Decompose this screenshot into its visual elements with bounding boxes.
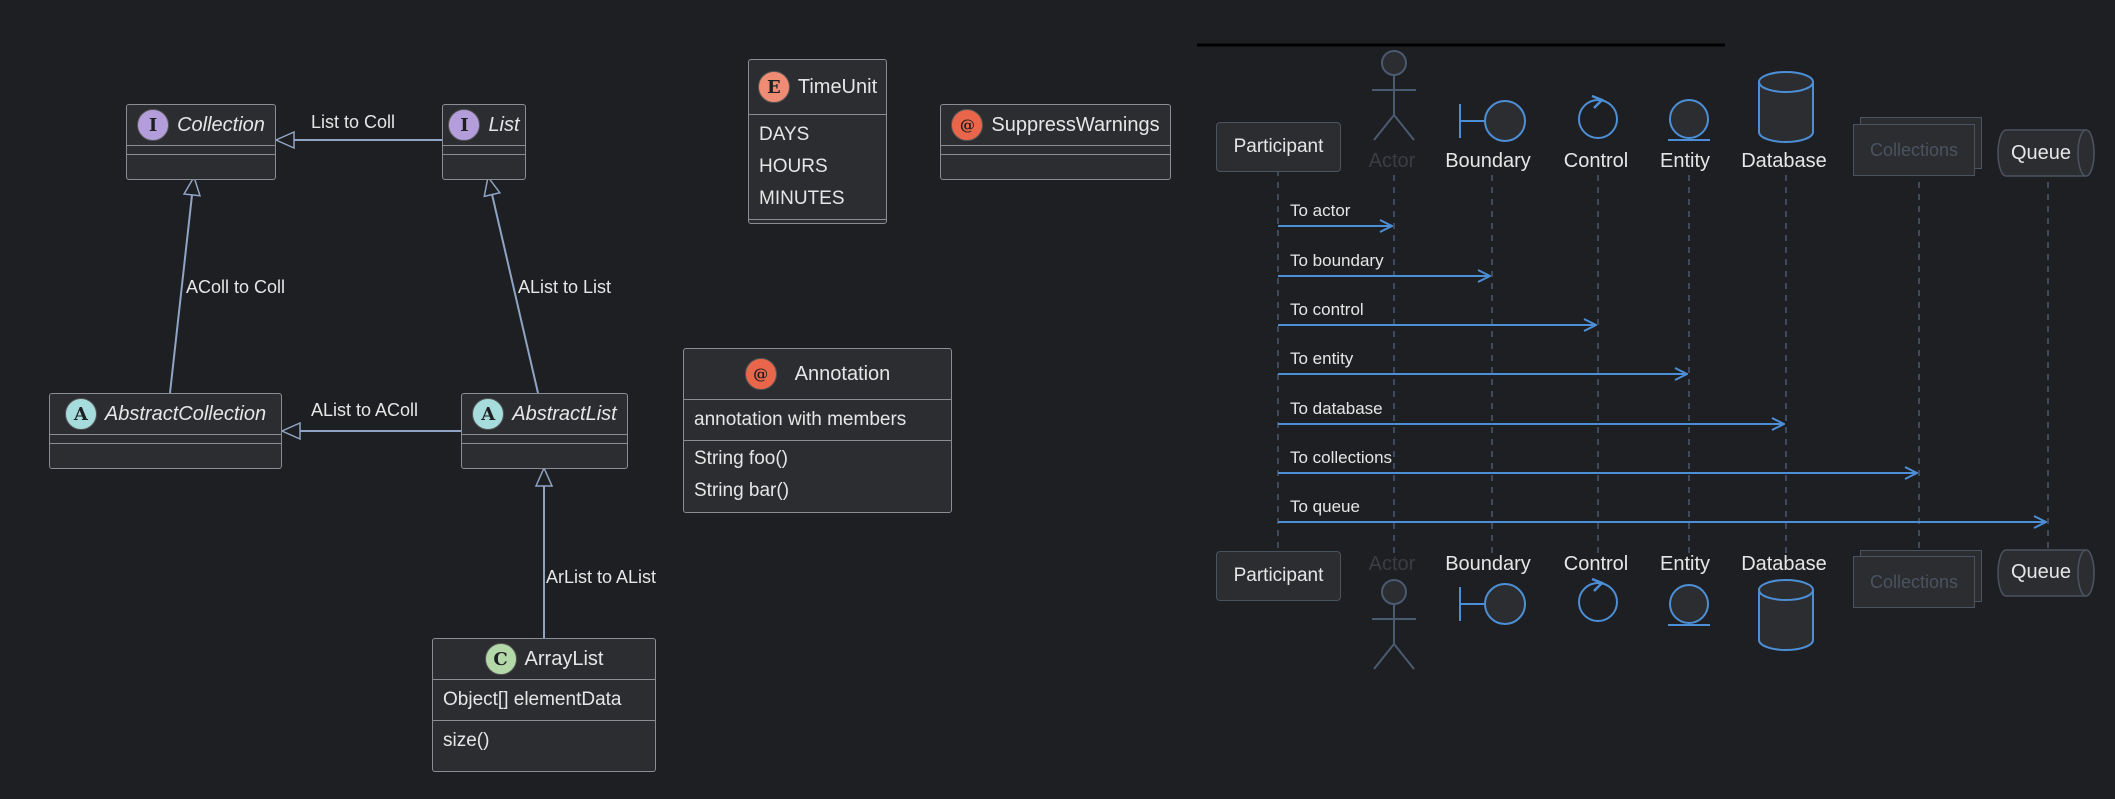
message-label: To actor <box>1290 201 1351 220</box>
annotation-annotation[interactable]: @ Annotation annotation with members Stri… <box>683 348 952 513</box>
message-label: To database <box>1290 399 1383 418</box>
boundary-label-bottom: Boundary <box>1445 553 1531 575</box>
control-label-bottom: Control <box>1563 553 1629 575</box>
actor-label: Actor <box>1368 150 1416 172</box>
control-icon-bottom <box>1578 577 1618 622</box>
message-label: To entity <box>1290 349 1354 368</box>
queue-label-bottom[interactable]: Queue <box>2010 561 2072 583</box>
entity-label-bottom: Entity <box>1659 553 1711 575</box>
class-name: Annotation <box>794 362 891 385</box>
entity-label: Entity <box>1659 150 1711 172</box>
message-label: To control <box>1290 300 1364 319</box>
abstract-badge-icon: A <box>472 398 505 430</box>
boundary-icon <box>1459 100 1526 142</box>
annotation-member: String bar() <box>694 480 790 501</box>
queue-shape <box>1997 129 2095 177</box>
class-name: TimeUnit <box>797 75 878 98</box>
database-icon-bottom <box>1758 579 1814 651</box>
enum-value: DAYS <box>759 124 810 145</box>
actor-icon <box>1372 50 1416 141</box>
boundary-label: Boundary <box>1445 150 1531 172</box>
class-name: SuppressWarnings <box>991 113 1160 136</box>
class-name: Collection <box>177 113 265 136</box>
participant-box[interactable]: Participant <box>1216 122 1341 172</box>
relation-label: AList to AColl <box>311 400 419 420</box>
class-name: AbstractCollection <box>104 402 267 425</box>
class-list[interactable]: I List <box>442 104 526 180</box>
control-icon <box>1578 94 1618 139</box>
relation-label: AList to List <box>518 277 612 297</box>
enum-time-unit[interactable]: E TimeUnit DAYS HOURS MINUTES <box>748 59 887 224</box>
control-label: Control <box>1563 150 1629 172</box>
database-icon <box>1758 71 1814 143</box>
class-field: Object[] elementData <box>443 689 622 710</box>
annotation-badge-icon: @ <box>744 358 777 390</box>
class-abstract-list[interactable]: A AbstractList <box>461 393 628 469</box>
class-badge-icon: C <box>484 643 517 675</box>
entity-icon-bottom <box>1668 584 1710 626</box>
annotation-description: annotation with members <box>694 409 907 430</box>
enum-value: MINUTES <box>759 188 845 209</box>
interface-badge-icon: I <box>137 109 170 141</box>
database-label-bottom: Database <box>1741 553 1827 575</box>
message-label: To queue <box>1290 497 1360 516</box>
enum-badge-icon: E <box>757 71 790 103</box>
enum-value: HOURS <box>759 156 828 177</box>
relation-label: ArList to AList <box>546 567 657 587</box>
participant-box-bottom[interactable]: Participant <box>1216 551 1341 601</box>
relation-label: AColl to Coll <box>186 277 286 297</box>
message-label: To collections <box>1290 448 1393 467</box>
entity-icon <box>1668 99 1710 141</box>
queue-label[interactable]: Queue <box>2010 142 2072 164</box>
class-name: ArrayList <box>524 647 604 670</box>
class-method: size() <box>443 730 490 751</box>
class-array-list[interactable]: C ArrayList Object[] elementData size() <box>432 638 656 772</box>
annotation-badge-icon: @ <box>951 109 984 141</box>
message-label: To boundary <box>1290 251 1384 270</box>
annotation-member: String foo() <box>694 448 788 469</box>
class-collection[interactable]: I Collection <box>126 104 276 180</box>
actor-label-bottom: Actor <box>1368 553 1416 575</box>
interface-badge-icon: I <box>448 109 481 141</box>
abstract-badge-icon: A <box>64 398 97 430</box>
annotation-suppress-warnings[interactable]: @ SuppressWarnings <box>940 104 1171 180</box>
database-label: Database <box>1741 150 1827 172</box>
class-name: AbstractList <box>512 402 617 425</box>
relation-label: List to Coll <box>311 112 396 132</box>
actor-icon-bottom <box>1372 579 1416 670</box>
edge-acoll-to-coll <box>169 177 194 394</box>
collections-box[interactable]: Collections <box>1853 124 1975 176</box>
collections-box-bottom[interactable]: Collections <box>1853 556 1975 608</box>
class-abstract-collection[interactable]: A AbstractCollection <box>49 393 282 469</box>
queue-shape-bottom <box>1997 549 2095 597</box>
class-name: List <box>488 113 520 136</box>
boundary-icon-bottom <box>1459 583 1526 625</box>
edge-alist-to-list <box>488 177 539 394</box>
